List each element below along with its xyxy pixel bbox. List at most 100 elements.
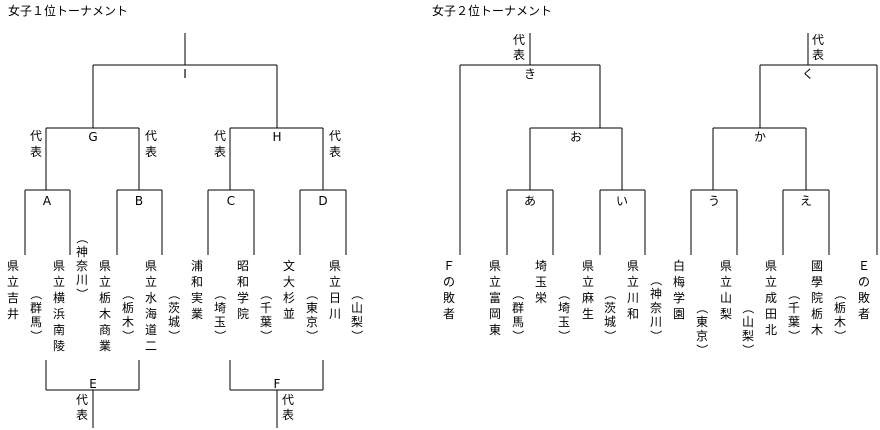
vertical-glyph: 業 (99, 339, 111, 353)
team-name: 昭和学院 (237, 259, 249, 321)
vertical-glyph: 院 (811, 291, 823, 305)
team-name: 県立水海道二 (145, 259, 157, 353)
team-name: 県立吉井 (7, 259, 19, 321)
rep-mark: 代表 (76, 393, 88, 422)
vertical-paren: ） (787, 330, 801, 342)
vertical-glyph: 栃 (99, 291, 111, 305)
team-name: 白梅学園 (673, 258, 685, 321)
vertical-text: 千葉 (260, 301, 272, 329)
vertical-glyph: 業 (191, 307, 203, 321)
team-name: 県立川和 (627, 259, 639, 321)
vertical-text: 群馬 (512, 301, 524, 329)
vertical-text: 神奈川 (76, 245, 88, 287)
vertical-paren: （ (121, 288, 135, 300)
vertical-text: 埼玉 (558, 301, 570, 329)
vertical-glyph: 山 (351, 301, 363, 315)
team-prefecture: 埼玉（） (557, 288, 571, 342)
node-u: う (708, 194, 720, 208)
team-name: 県立山梨 (720, 259, 732, 321)
vertical-glyph: 神 (650, 287, 662, 301)
vertical-paren: （ (259, 288, 273, 300)
vertical-text: 代表 (145, 129, 157, 159)
rep-mark: 代表 (214, 129, 226, 159)
vertical-glyph: 葉 (788, 315, 800, 329)
team-name: 國學院栃木 (811, 259, 823, 337)
left-bracket-title: 女子１位トーナメント (8, 3, 128, 18)
vertical-text: 東京 (696, 315, 708, 343)
vertical-glyph: 道 (145, 323, 157, 337)
vertical-glyph: 群 (512, 301, 524, 315)
team-prefecture: 埼玉（） (213, 288, 227, 342)
rep-mark: 代表 (145, 129, 157, 159)
node-D: D (318, 194, 327, 208)
vertical-glyph: Ｆ (443, 259, 455, 273)
vertical-glyph: 県 (582, 259, 594, 273)
team-prefecture: 神奈川（） (649, 274, 663, 342)
vertical-paren: ） (75, 288, 89, 300)
vertical-glyph: 代 (282, 393, 294, 407)
vertical-glyph: 生 (582, 307, 594, 321)
vertical-glyph: 代 (145, 129, 157, 143)
vertical-glyph: 木 (811, 323, 823, 337)
vertical-glyph: 陵 (53, 339, 65, 353)
vertical-glyph: 茨 (604, 301, 616, 315)
right-bracket-lines (459, 33, 878, 255)
vertical-glyph: 京 (696, 329, 708, 343)
vertical-text: Ｅの敗者 (858, 259, 870, 321)
rep-mark: 代表 (282, 393, 294, 422)
vertical-paren: ） (213, 330, 227, 342)
vertical-text: 山梨 (742, 315, 754, 343)
vertical-paren: ） (833, 330, 847, 342)
team-prefecture: 東京（） (305, 288, 319, 342)
node-ku: く (802, 67, 814, 81)
rep-mark: 代表 (513, 33, 525, 62)
vertical-paren: （ (787, 288, 801, 300)
vertical-glyph: 代 (30, 129, 42, 143)
vertical-glyph: 玉 (535, 275, 547, 289)
team-name: 文大杉並 (283, 258, 295, 321)
vertical-glyph: 県 (489, 259, 501, 273)
vertical-glyph: 埼 (214, 301, 226, 315)
vertical-text: 神奈川 (650, 287, 662, 329)
team-prefecture: 茨城（） (603, 288, 617, 342)
vertical-glyph: 千 (260, 301, 272, 315)
vertical-paren: ） (121, 330, 135, 342)
vertical-glyph: 梅 (673, 274, 685, 289)
vertical-glyph: 表 (145, 145, 157, 159)
vertical-glyph: 表 (76, 408, 88, 422)
vertical-text: 代表 (30, 129, 42, 159)
vertical-glyph: 埼 (535, 259, 547, 273)
vertical-glyph: 立 (145, 274, 157, 289)
vertical-glyph: 県 (765, 259, 777, 273)
vertical-paren: （ (833, 288, 847, 300)
vertical-glyph: 北 (765, 323, 777, 337)
vertical-glyph: 梨 (720, 307, 732, 321)
team-name: 県立栃木商業 (99, 259, 111, 353)
vertical-glyph: 者 (443, 307, 455, 321)
vertical-glyph: 馬 (30, 315, 42, 329)
team-name: Ｅの敗者 (858, 259, 870, 321)
vertical-glyph: 川 (627, 291, 639, 305)
node-i: い (616, 194, 628, 208)
vertical-text: 代表 (282, 393, 294, 422)
team-prefecture: 栃木（） (121, 288, 135, 342)
vertical-glyph: 麻 (582, 290, 594, 305)
vertical-glyph: 表 (282, 408, 294, 422)
node-I: I (183, 67, 187, 81)
vertical-text: 県立水海道二 (145, 259, 157, 353)
vertical-glyph: 吉 (7, 291, 19, 305)
vertical-text: 県立成田北 (765, 259, 777, 337)
vertical-glyph: 玉 (558, 315, 570, 329)
vertical-glyph: 木 (99, 307, 111, 321)
vertical-text: 埼玉栄 (535, 259, 547, 305)
vertical-glyph: 東 (306, 301, 318, 315)
vertical-paren: ） (695, 344, 709, 356)
vertical-glyph: 代 (812, 33, 824, 47)
vertical-text: 県立富岡東 (489, 259, 501, 337)
vertical-glyph: 城 (168, 315, 180, 329)
vertical-glyph: 立 (7, 274, 19, 289)
vertical-glyph: 葉 (260, 315, 272, 329)
vertical-glyph: 日 (329, 291, 341, 305)
vertical-text: 茨城 (604, 301, 616, 329)
vertical-glyph: 學 (811, 275, 823, 289)
